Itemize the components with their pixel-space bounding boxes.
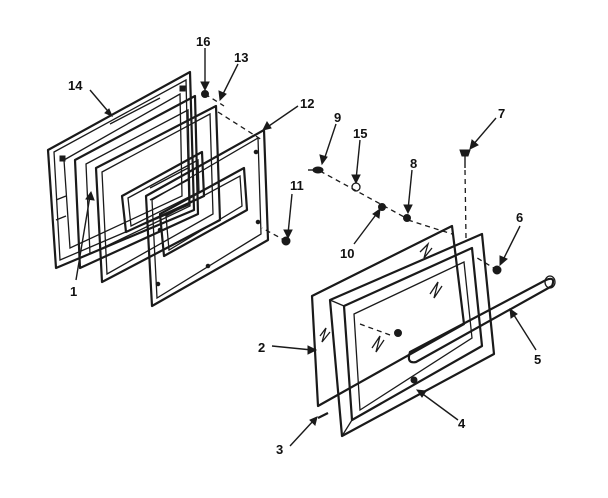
callout-14: 14 — [68, 78, 83, 93]
callout-4: 4 — [458, 416, 466, 431]
callout-7: 7 — [498, 106, 505, 121]
callout-8: 8 — [410, 156, 417, 171]
callout-11: 11 — [290, 178, 304, 193]
clip-part-3 — [317, 412, 329, 419]
door-frame-part-1 — [73, 94, 200, 270]
callout-2: 2 — [258, 340, 265, 355]
assembly-guide-lines — [204, 93, 498, 336]
door-liner-part-14 — [46, 70, 196, 270]
callout-9: 9 — [334, 110, 341, 125]
door-handle-part-5 — [407, 265, 556, 364]
outer-door-frame-part-4 — [328, 232, 496, 438]
callout-1: 1 — [70, 284, 77, 299]
callout-3: 3 — [276, 442, 283, 457]
callout-12: 12 — [300, 96, 314, 111]
leader-lines — [75, 48, 537, 447]
callout-16: 16 — [196, 34, 210, 49]
screw-part-7 — [459, 149, 471, 168]
outer-panel-part-12 — [144, 128, 270, 308]
inner-panel-part-13 — [94, 104, 222, 284]
callout-6: 6 — [516, 210, 523, 225]
callout-5: 5 — [534, 352, 541, 367]
callout-15: 15 — [353, 126, 367, 141]
callout-labels: 14 16 13 12 11 9 15 8 10 7 6 5 4 2 3 1 — [68, 34, 541, 457]
callout-13: 13 — [234, 50, 248, 65]
window-glass-part-2 — [310, 224, 466, 408]
callout-10: 10 — [340, 246, 354, 261]
